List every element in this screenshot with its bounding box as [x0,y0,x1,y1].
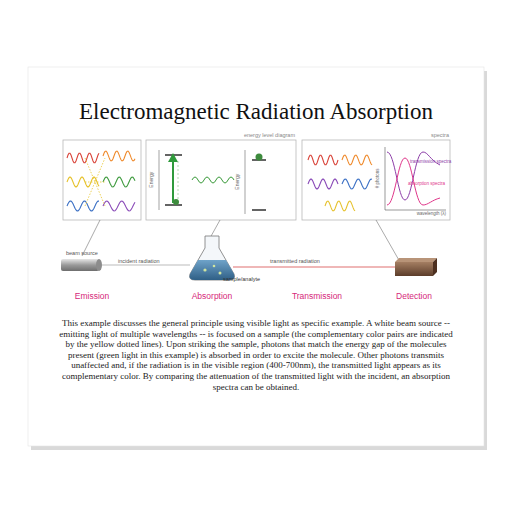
part-label: transmitted radiation [270,258,320,264]
part-label: sample/analyte [223,276,260,282]
part-label: beam source [66,250,98,256]
stage-label: Emission [75,292,109,301]
stage-label: Detection [396,292,432,301]
stage-label: Transmission [292,292,342,301]
panel-heading: spectra [431,132,449,138]
axis-label: Energy [235,174,241,190]
curve-label: absorption spectra [408,182,445,187]
stage-label: Absorption [192,292,233,301]
title: Electromagnetic Radiation Absorption [40,99,472,125]
axis-label: wavelength (λ) [417,212,446,217]
panel-heading: energy level diagram [244,132,295,138]
caption: This example discusses the general princ… [58,318,454,392]
part-label: incident radiation [118,258,160,264]
axis-label: # photons [377,168,382,188]
axis-label: Energy [149,172,155,188]
curve-label: transmission spectra [410,160,451,165]
